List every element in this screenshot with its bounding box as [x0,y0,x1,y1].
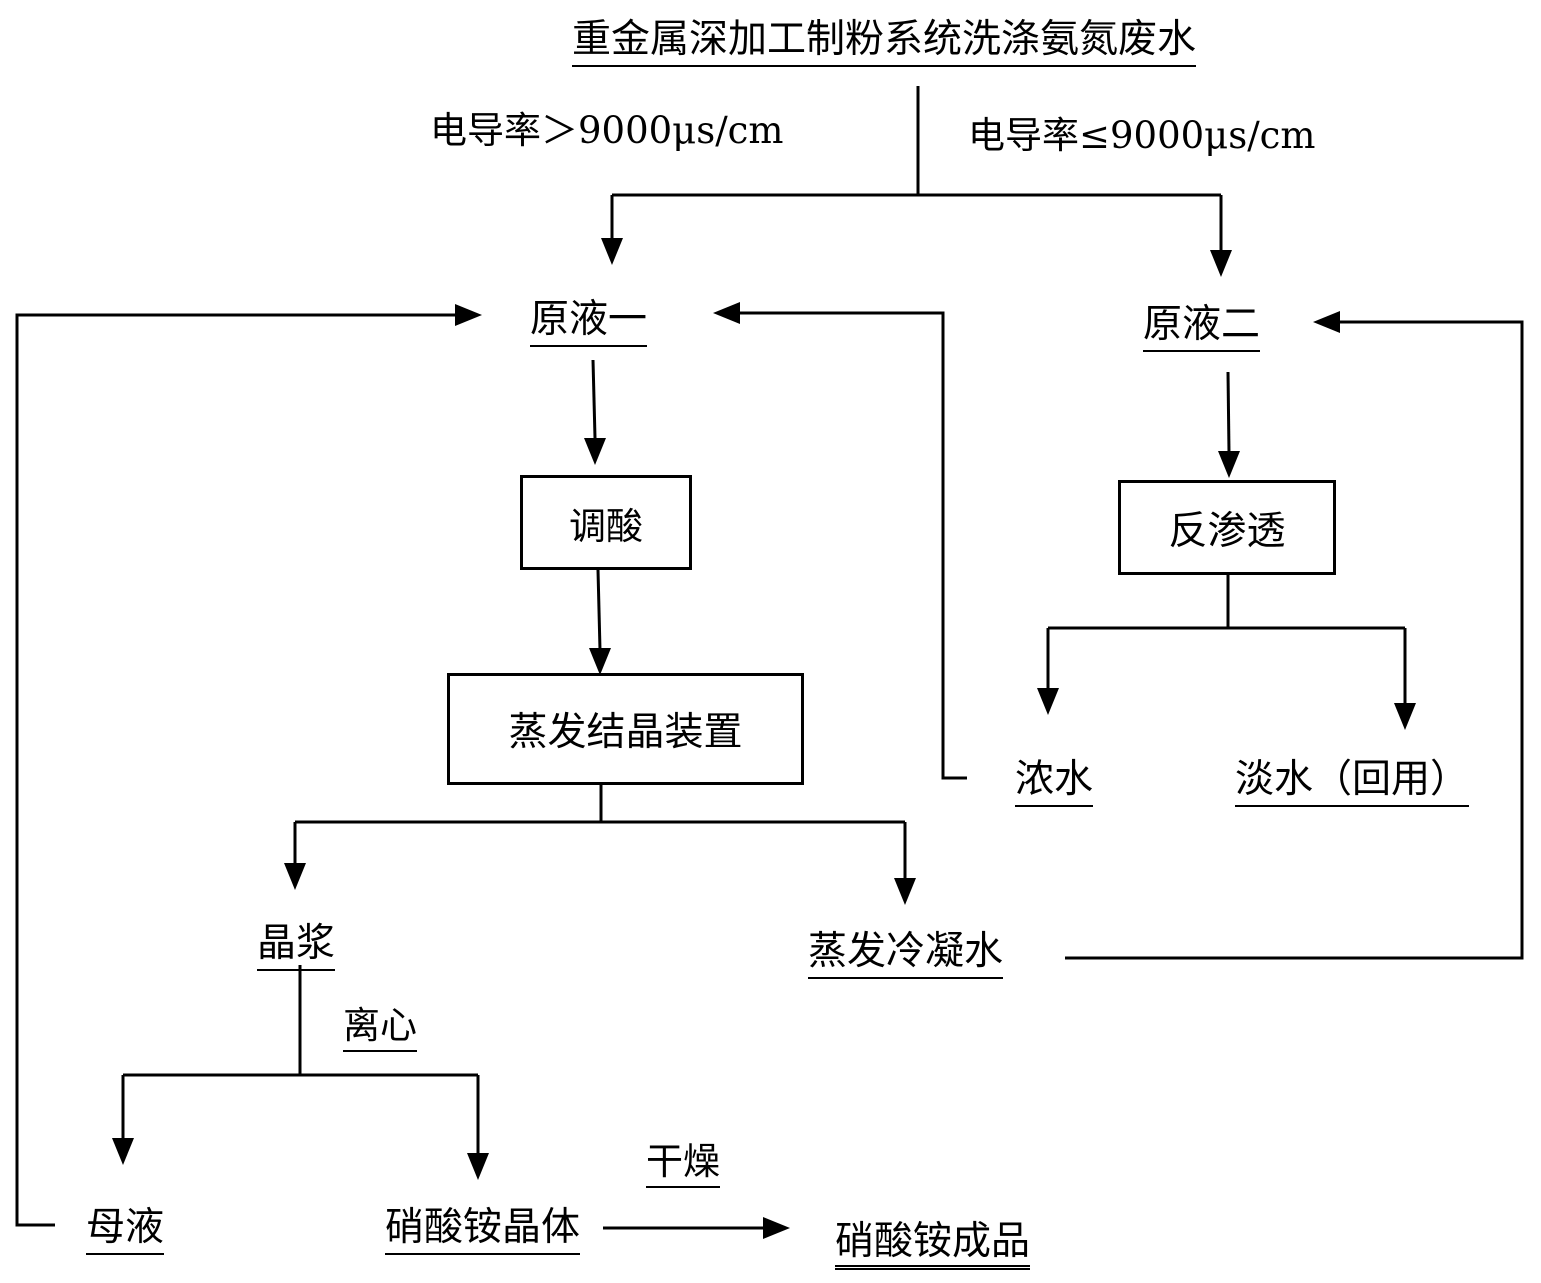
arrow-crystal [467,1153,489,1180]
acid-to-evap [596,569,602,651]
arrow-cond-to-raw2 [1313,311,1340,333]
node-fresh: 淡水（回用） [1235,760,1470,807]
arrow-raw1 [601,238,623,265]
box-acid: 调酸 [520,475,692,570]
branch-low-label: 电导率≤9000μs/cm [968,114,1316,157]
raw2-to-ro [1226,371,1231,453]
arrow-conc-to-raw1 [713,302,740,324]
box-evap-label: 蒸发结晶装置 [508,710,743,755]
arrow-mother [112,1138,134,1165]
node-raw2: 原液二 [1143,305,1261,352]
arrow-slurry [284,863,306,890]
branch-high-label: 电导率＞9000μs/cm [430,109,784,152]
arrow-mother-to-raw1 [455,304,482,326]
raw1-to-acid [591,359,597,439]
node-crystal: 硝酸铵晶体 [385,1208,581,1255]
step-dry: 干燥 [646,1143,720,1188]
node-raw1: 原液一 [530,300,648,347]
arrow-acid [584,438,606,465]
condensate-recycle [1065,320,1524,960]
concentrate-recycle [735,311,967,780]
box-evap: 蒸发结晶装置 [447,673,804,785]
step-centrifuge: 离心 [343,1007,417,1052]
box-ro: 反渗透 [1118,480,1336,575]
arrow-ro [1218,451,1240,478]
arrow-evap [589,648,611,675]
arrow-concentrate [1037,688,1059,715]
mother-recycle [15,313,460,1227]
node-product: 硝酸铵成品 [835,1222,1031,1270]
arrow-raw2 [1210,250,1232,277]
diagram-title: 重金属深加工制粉系统洗涤氨氮废水 [572,20,1197,67]
arrow-product [763,1217,790,1239]
node-concentrate: 浓水 [1015,760,1094,807]
box-ro-label: 反渗透 [1168,508,1286,554]
arrow-fresh [1394,703,1416,730]
node-condensate: 蒸发冷凝水 [808,932,1004,979]
arrow-condensate [894,878,916,905]
node-slurry: 晶浆 [257,924,336,971]
box-acid-label: 调酸 [569,504,643,548]
node-mother: 母液 [86,1208,165,1255]
